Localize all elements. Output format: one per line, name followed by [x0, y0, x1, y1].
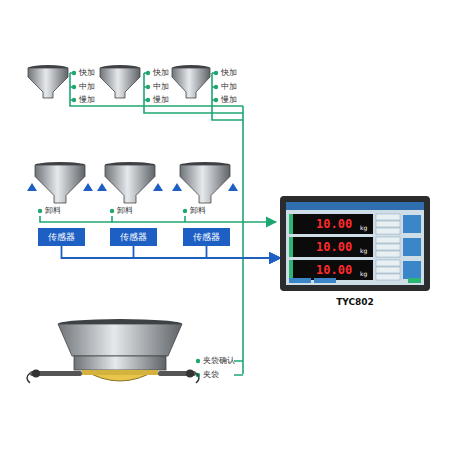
- feed-hoppers: [28, 65, 210, 98]
- signal-label: 慢加: [221, 95, 237, 105]
- signal-dot: [214, 98, 218, 102]
- signal-dot: [110, 209, 114, 213]
- box-label: 传感器: [44, 231, 79, 243]
- hopper-body: [105, 165, 155, 203]
- signal-dot: [214, 71, 218, 75]
- signal-label: 卸料: [45, 206, 61, 216]
- load-cell: [172, 183, 182, 191]
- signal-dot: [38, 209, 42, 213]
- load-cell: [228, 183, 238, 191]
- indicator-screen: TYC80210.00kg10.00kg10.00kg: [280, 196, 430, 291]
- signal-label: 卸料: [117, 206, 133, 216]
- load-cell: [83, 183, 93, 191]
- signal-connector: [207, 246, 281, 258]
- load-cell: [27, 183, 37, 191]
- signal-wires: [40, 73, 276, 375]
- signal-label: 中加: [153, 82, 169, 92]
- signal-label: 快加: [153, 68, 169, 78]
- hopper-body: [172, 68, 210, 98]
- signal-dot: [72, 71, 76, 75]
- box-label: 传感器: [189, 231, 224, 243]
- signal-label: 中加: [79, 82, 95, 92]
- sensor-box: 传感器: [38, 228, 85, 246]
- signal-label: 夹袋: [203, 370, 219, 380]
- hopper-body: [35, 165, 85, 203]
- signal-dot: [183, 209, 187, 213]
- signal-dot: [214, 85, 218, 89]
- signal-dot: [146, 98, 150, 102]
- signal-connector: [134, 246, 281, 258]
- signal-dot: [72, 98, 76, 102]
- signal-label: 中加: [221, 82, 237, 92]
- hopper-body: [28, 68, 68, 98]
- signal-label: 慢加: [153, 95, 169, 105]
- weight-readout: 10.00: [316, 240, 352, 254]
- signal-label: 快加: [79, 68, 95, 78]
- load-cell: [153, 183, 163, 191]
- weight-readout: 10.00: [316, 217, 352, 231]
- weight-readout: 10.00: [316, 263, 352, 277]
- load-cell: [97, 183, 107, 191]
- weight-unit: kg: [360, 247, 367, 255]
- signal-label: 慢加: [79, 95, 95, 105]
- weigh-hoppers: [27, 162, 238, 203]
- weight-unit: kg: [360, 270, 367, 278]
- bagging-hopper: [27, 319, 199, 383]
- signal-dot: [146, 71, 150, 75]
- signal-dot: [196, 359, 200, 363]
- signal-label: 卸料: [190, 206, 206, 216]
- model-name: TYC802: [280, 297, 430, 307]
- sensor-box: 传感器: [110, 228, 157, 246]
- hopper-body: [100, 68, 140, 98]
- box-label: 传感器: [116, 231, 151, 243]
- weight-unit: kg: [360, 224, 367, 232]
- signal-connector: [62, 246, 281, 258]
- signal-dot: [72, 85, 76, 89]
- screen-chrome: [280, 196, 430, 291]
- hopper-body: [180, 165, 230, 203]
- signal-label: 夹袋确认: [203, 356, 235, 366]
- signal-label: 快加: [221, 68, 237, 78]
- sensor-box: 传感器: [183, 228, 230, 246]
- signal-dots: [38, 71, 218, 377]
- signal-dot: [146, 85, 150, 89]
